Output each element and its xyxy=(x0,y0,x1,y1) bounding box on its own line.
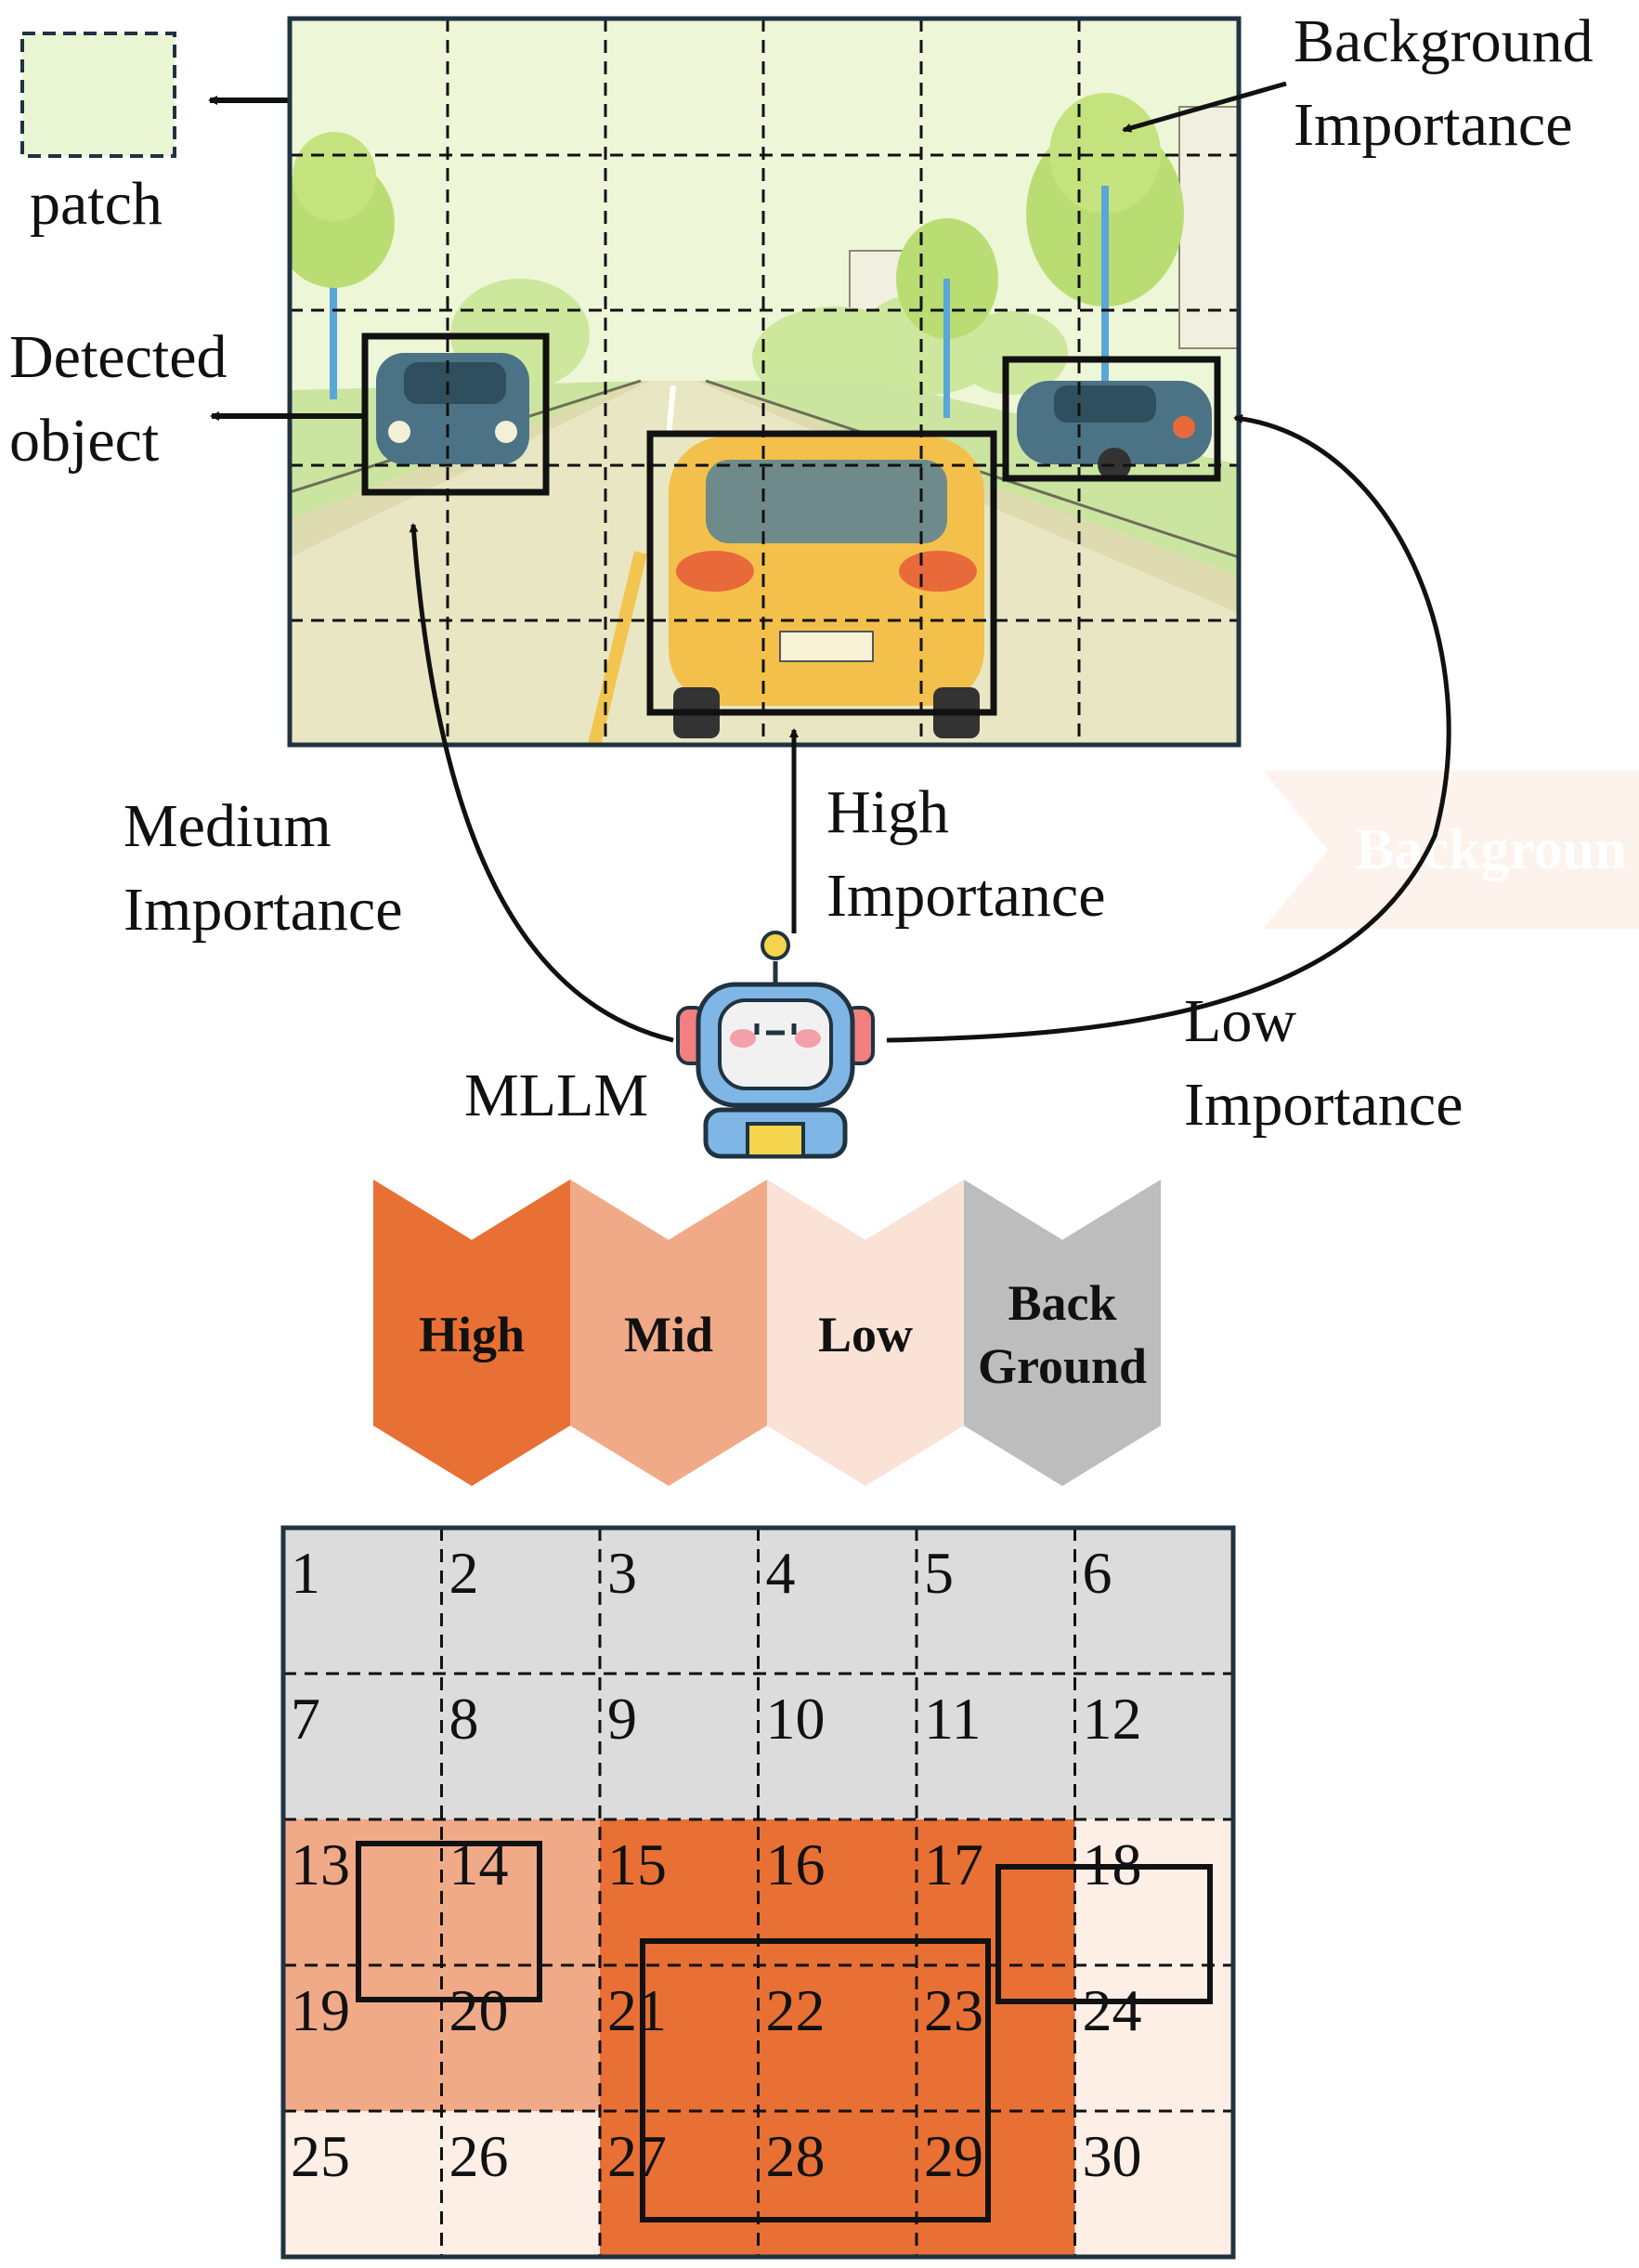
detect-box-center-car xyxy=(646,430,997,716)
medium-importance-line2: Importance xyxy=(124,876,403,944)
high-importance-line2: Importance xyxy=(826,862,1106,930)
grid-cell-9 xyxy=(600,1674,759,1820)
high-importance-label: High Importance xyxy=(826,771,1106,938)
grid-cell-20 xyxy=(441,1965,601,2112)
legend-label: Low xyxy=(818,1307,913,1362)
legend-label: Mid xyxy=(624,1307,713,1362)
medium-importance-arrow xyxy=(409,523,674,1043)
grid-cell-6 xyxy=(1074,1528,1234,1675)
grid-cell-number: 22 xyxy=(766,1977,826,2043)
grid-cell-28 xyxy=(758,2111,917,2258)
grid-cell-number: 2 xyxy=(449,1540,479,1606)
grid-cell-number: 24 xyxy=(1083,1977,1142,2043)
grid-cell-12 xyxy=(1074,1674,1234,1820)
low-importance-arrow xyxy=(886,413,1451,1043)
legend-label: High xyxy=(419,1307,525,1362)
grid-cell-2 xyxy=(441,1528,601,1675)
low-importance-line1: Low xyxy=(1184,987,1296,1055)
grid-cell-1 xyxy=(283,1528,442,1675)
grid-cell-number: 25 xyxy=(291,2123,350,2189)
grid-cell-29 xyxy=(917,2111,1075,2258)
grid-cell-11 xyxy=(917,1674,1075,1820)
driving-scene xyxy=(290,19,1239,745)
grid-cell-number: 10 xyxy=(766,1686,826,1752)
medium-importance-label: Medium Importance xyxy=(124,785,403,952)
grid-cell-number: 27 xyxy=(607,2123,667,2189)
low-importance-line2: Importance xyxy=(1184,1071,1463,1139)
patch-label: patch xyxy=(30,170,163,238)
legend-label: Back xyxy=(1008,1275,1116,1331)
grid-box-left-car xyxy=(356,1841,542,2002)
grid-cell-25 xyxy=(283,2111,442,2258)
detected-object-label: Detected object xyxy=(9,316,228,483)
background-importance-line1: Background xyxy=(1294,7,1593,75)
grid-cell-number: 21 xyxy=(607,1977,667,2043)
mllm-robot-icon xyxy=(676,931,875,1159)
faint-background-text: Backgroun xyxy=(1356,818,1627,881)
scene-frame xyxy=(287,16,1242,748)
grid-cell-number: 11 xyxy=(924,1686,982,1752)
grid-cell-number: 5 xyxy=(924,1540,954,1606)
grid-cell-number: 1 xyxy=(291,1540,320,1606)
low-importance-label: Low Importance xyxy=(1184,980,1463,1147)
grid-cell-7 xyxy=(283,1674,442,1820)
medium-importance-line1: Medium xyxy=(124,792,332,860)
grid-cell-30 xyxy=(1074,2111,1234,2258)
grid-cell-number: 4 xyxy=(766,1540,796,1606)
background-importance-label: Background Importance xyxy=(1294,0,1593,167)
grid-cell-number: 12 xyxy=(1083,1686,1142,1752)
mllm-label: MLLM xyxy=(464,1062,648,1129)
faint-background-chevron: Backgroun xyxy=(1263,771,1639,929)
grid-cell-number: 7 xyxy=(291,1686,320,1752)
grid-cell-number: 17 xyxy=(924,1831,983,1897)
grid-cell-10 xyxy=(758,1674,917,1820)
grid-box-center-car xyxy=(640,1938,991,2222)
grid-cell-3 xyxy=(600,1528,759,1675)
legend-chevron-back-ground xyxy=(964,1180,1161,1486)
detect-box-right-car xyxy=(1002,356,1221,482)
patch-sample xyxy=(20,32,176,158)
grid-box-right-car xyxy=(995,1864,1213,2004)
grid-cell-5 xyxy=(917,1528,1075,1675)
grid-cell-26 xyxy=(441,2111,601,2258)
detected-object-line1: Detected xyxy=(9,323,228,391)
grid-cell-number: 16 xyxy=(766,1831,826,1897)
background-importance-arrow xyxy=(1122,81,1287,133)
grid-cell-number: 26 xyxy=(449,2123,509,2189)
grid-cell-number: 3 xyxy=(607,1540,637,1606)
legend-chevron-mid xyxy=(570,1180,767,1486)
background-importance-line2: Importance xyxy=(1294,91,1573,159)
grid-cell-number: 29 xyxy=(924,2123,983,2189)
legend-chevron-low xyxy=(767,1180,964,1486)
grid-cell-number: 13 xyxy=(291,1831,350,1897)
grid-cell-27 xyxy=(600,2111,759,2258)
grid-cell-19 xyxy=(283,1965,442,2112)
legend-chevron-high xyxy=(373,1180,570,1486)
grid-cell-number: 28 xyxy=(766,2123,826,2189)
grid-cell-number: 15 xyxy=(607,1831,667,1897)
grid-cell-21 xyxy=(600,1965,759,2112)
detected-object-line2: object xyxy=(9,407,160,475)
grid-cell-number: 9 xyxy=(607,1686,637,1752)
grid-cell-number: 30 xyxy=(1083,2123,1142,2189)
grid-frame xyxy=(280,1525,1236,2260)
legend-label: Ground xyxy=(978,1338,1147,1394)
grid-cell-22 xyxy=(758,1965,917,2112)
grid-cell-number: 6 xyxy=(1083,1540,1112,1606)
high-importance-line1: High xyxy=(826,778,949,846)
grid-cell-number: 23 xyxy=(924,1977,983,2043)
grid-cell-number: 20 xyxy=(449,1977,509,2043)
grid-cell-number: 8 xyxy=(449,1686,479,1752)
grid-cell-number: 19 xyxy=(291,1977,350,2043)
grid-cell-4 xyxy=(758,1528,917,1675)
grid-cell-8 xyxy=(441,1674,601,1820)
